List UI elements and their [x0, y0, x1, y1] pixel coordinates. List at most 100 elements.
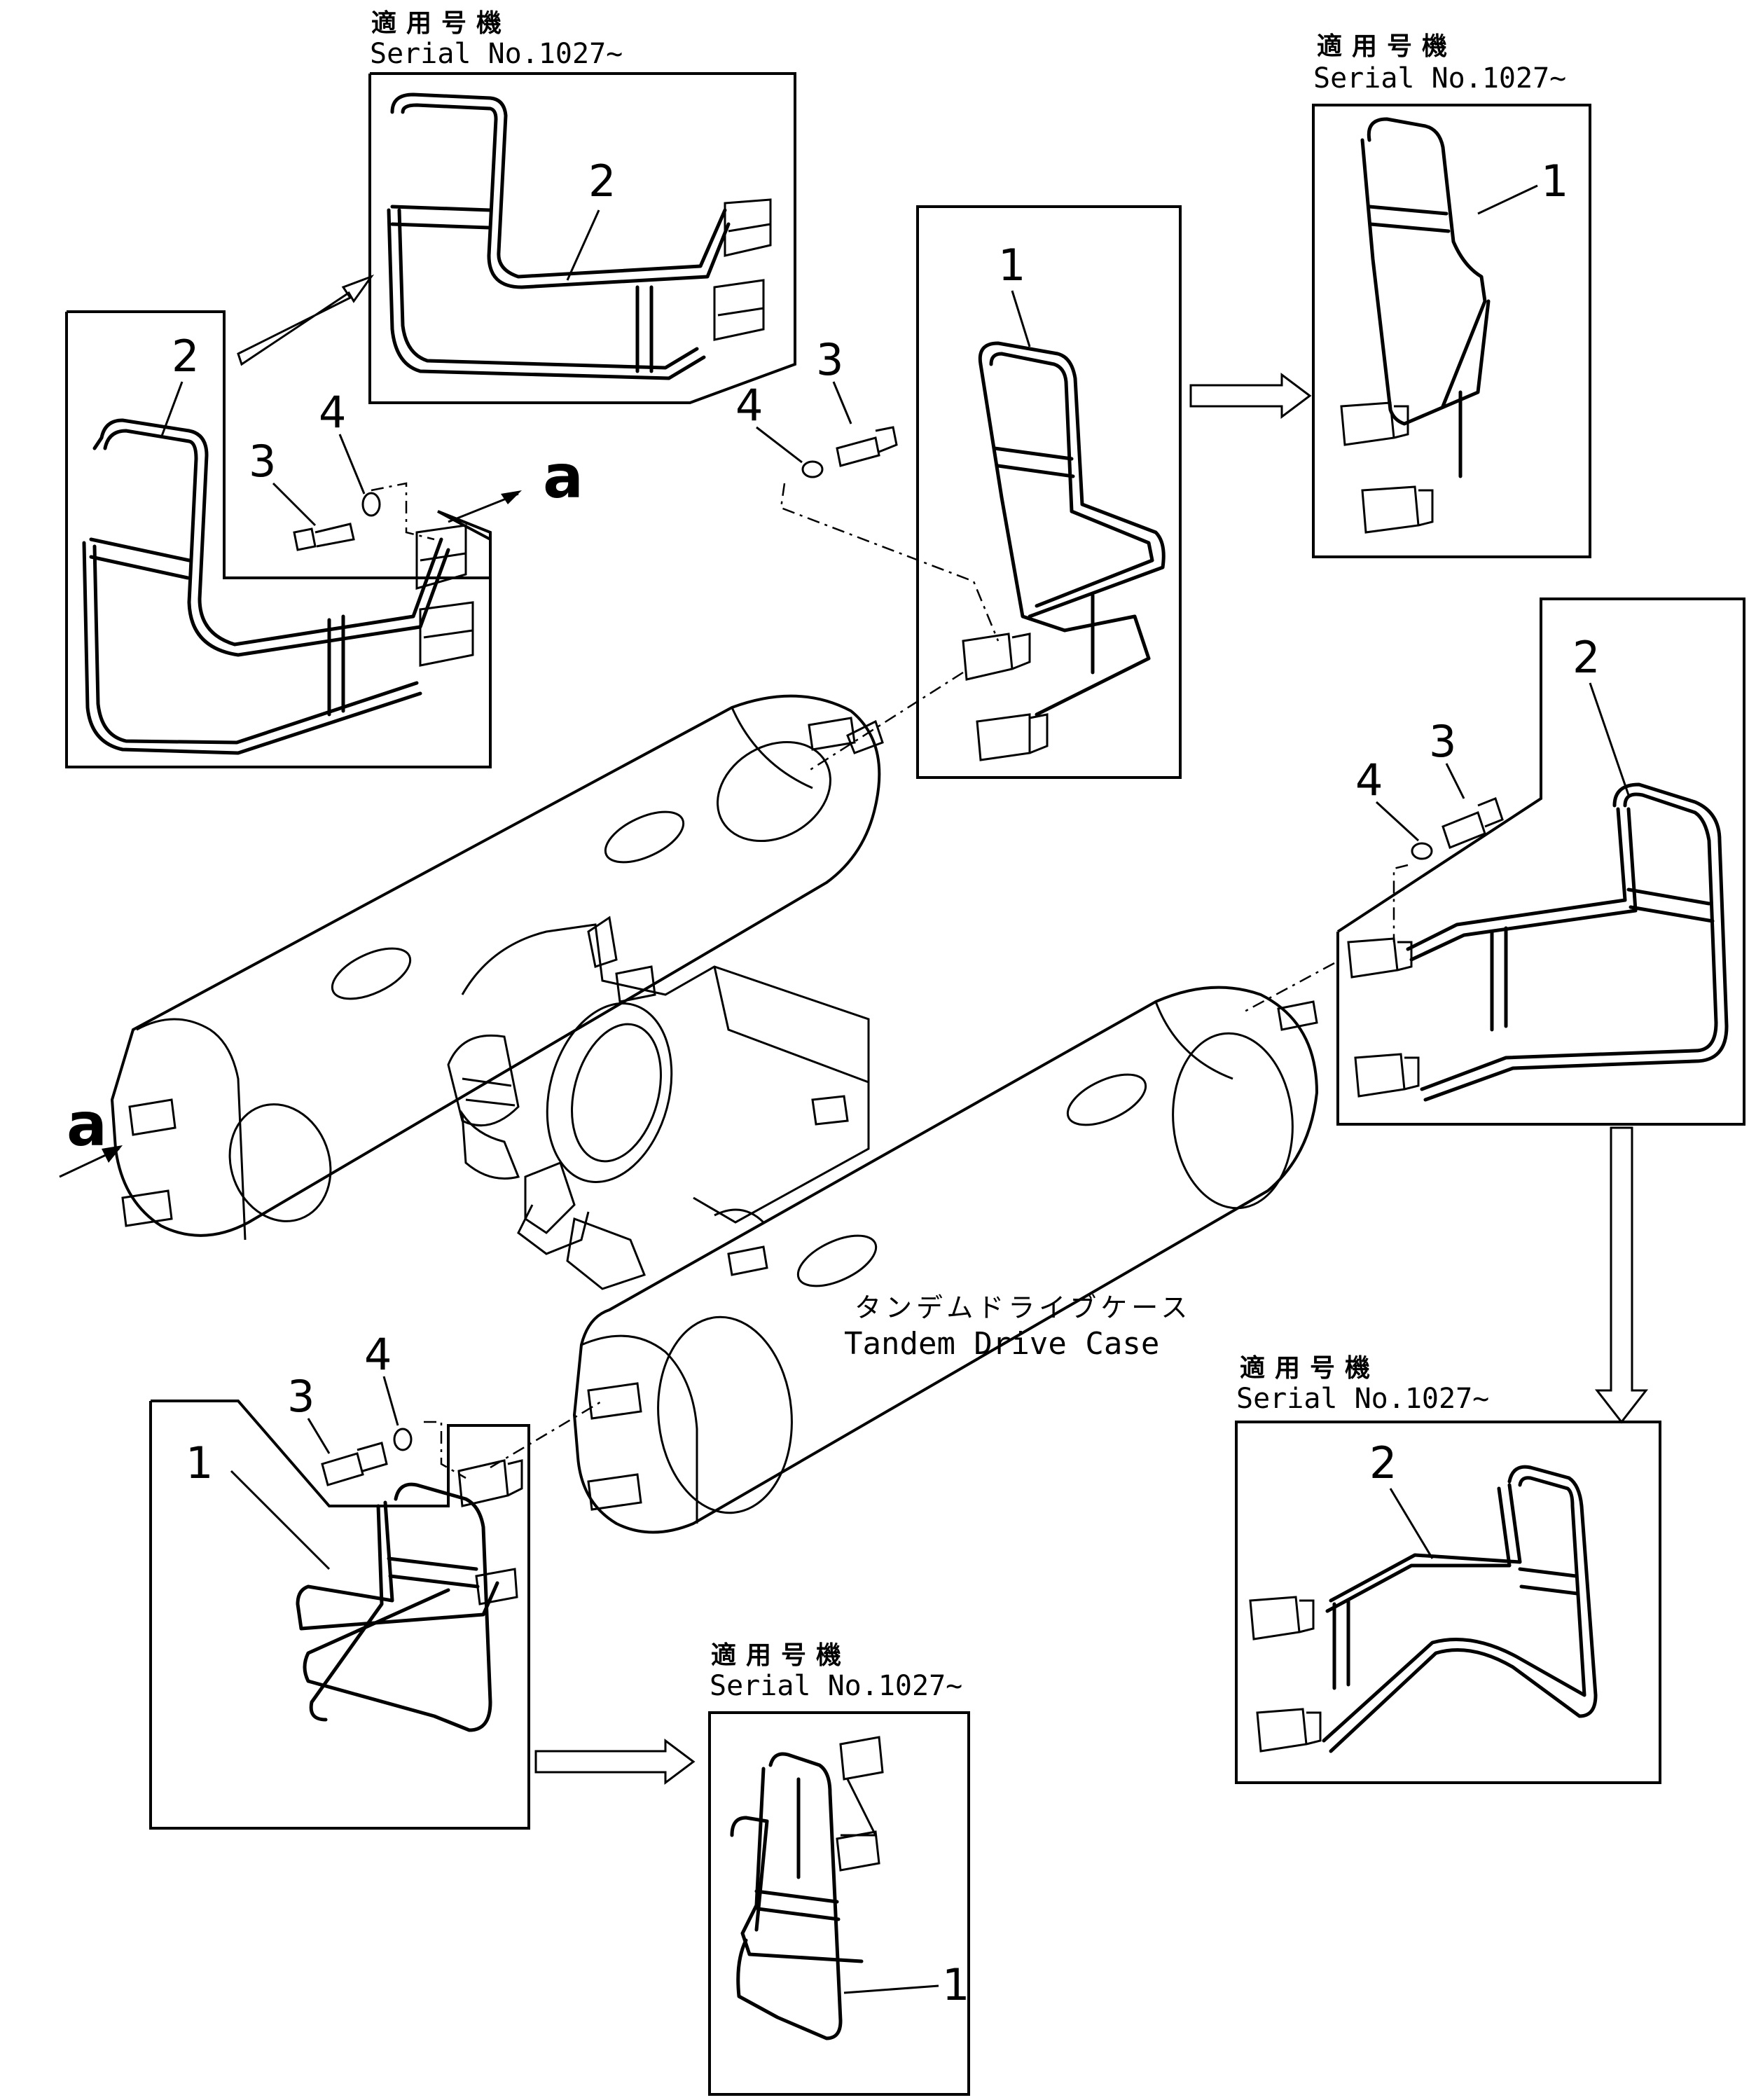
guard-rail [740, 1767, 864, 1963]
mount-bracket [1340, 401, 1409, 446]
pipe-fitting [714, 1208, 765, 1224]
mount-bracket [962, 633, 1031, 681]
guard-rail [387, 208, 706, 380]
mount-pad [587, 1473, 642, 1511]
mount-bracket [1256, 1708, 1322, 1753]
case-body [110, 694, 881, 1237]
guard-rail [92, 544, 419, 745]
left-guard-assembly: 2 3 4 a [65, 310, 583, 768]
mount-pad [1277, 1000, 1318, 1031]
note-box-bottom-right: 適用号機 Serial No.1027~ 2 [1235, 1354, 1661, 1784]
guard-rail [736, 1752, 843, 2040]
case-edge [136, 1018, 247, 1241]
inspection-cover [331, 947, 412, 1000]
bolt [321, 1442, 388, 1486]
guard-crossbar [1518, 1567, 1578, 1578]
motor-ribs [462, 1077, 516, 1107]
guard-rail [1409, 807, 1638, 962]
part-number-4: 4 [364, 1329, 392, 1380]
guard-crossbar [1626, 887, 1711, 906]
mount-pad [846, 719, 884, 754]
centerline [780, 483, 1000, 642]
guard-rail [82, 541, 422, 755]
inset-frame [368, 72, 796, 404]
applicable-label: 適用号機 [371, 9, 511, 38]
motor-cap [461, 1110, 520, 1180]
part-number-2: 2 [588, 156, 616, 207]
part-number-1: 1 [186, 1437, 213, 1488]
view-arrow-head [501, 490, 522, 504]
guard-crossbar [390, 222, 491, 230]
part-number-2: 2 [172, 331, 199, 382]
view-marker-a: a [67, 1090, 107, 1160]
bolt [293, 523, 355, 551]
guard-rail [1406, 807, 1627, 951]
serial-label: Serial No.1027~ [1236, 1383, 1489, 1415]
assembly-frame [916, 205, 1182, 779]
centerline [1392, 864, 1409, 942]
leader-line [160, 381, 184, 438]
view-marker-a: a [543, 442, 583, 512]
mount-bracket [419, 601, 474, 667]
serial-label: Serial No.1027~ [370, 38, 623, 70]
centerline [371, 482, 435, 541]
centerline [424, 1421, 466, 1479]
gear-boss [811, 1095, 849, 1126]
leader-line [1477, 184, 1538, 215]
guard-rail [979, 362, 1151, 717]
guard-rail [1325, 1486, 1512, 1613]
mount-bracket [1361, 485, 1434, 534]
mount-bracket [976, 713, 1049, 761]
guard-rail [397, 208, 699, 370]
leader-line [338, 434, 366, 495]
leader-line [756, 426, 803, 464]
mount-bracket [1347, 937, 1413, 979]
centerline [1243, 962, 1335, 1014]
guard-crossbar [89, 537, 191, 562]
leader-line [1445, 763, 1465, 799]
mount-bracket [836, 1830, 880, 1872]
tandem-drive-case-label-jp: タンデムドライブケース [855, 1292, 1191, 1323]
guard-rail [989, 352, 1154, 608]
serial-label: Serial No.1027~ [1313, 62, 1566, 95]
guard-crossbar [89, 555, 190, 580]
part-number-2: 2 [1572, 632, 1600, 683]
case-edge [1154, 1001, 1233, 1080]
guard-rail [103, 429, 450, 657]
inspection-cover [1066, 1073, 1147, 1126]
mount-pad [587, 1382, 642, 1420]
transition-arrow [534, 1739, 696, 1785]
mount-bracket [839, 1736, 884, 1837]
transition-arrow [1189, 373, 1312, 419]
guard-rail [309, 1504, 384, 1722]
leader-line [307, 1418, 331, 1454]
washer [1411, 842, 1433, 860]
guard-crossbar [1367, 205, 1449, 216]
leader-line [382, 1376, 399, 1426]
valve-block [517, 1204, 590, 1255]
washer [361, 492, 381, 517]
case-hole [1172, 1032, 1294, 1210]
valve-block [524, 1161, 576, 1234]
inset-frame [708, 1711, 970, 2096]
mount-pad [128, 1098, 177, 1136]
guard-rail [1420, 792, 1718, 1091]
guard-rail [1329, 1483, 1522, 1603]
guard-rail [730, 1816, 769, 1932]
tandem-drive-case-left: a [59, 694, 881, 1241]
bottom-left-guard-assembly: 1 3 4 [149, 1329, 603, 1830]
pipe-fitting [566, 1217, 646, 1290]
guard-crossbar [754, 1889, 839, 1904]
guard-rail [978, 341, 1166, 619]
guard-rail [1322, 1476, 1586, 1743]
guard-rail [92, 418, 443, 647]
hose-fitting [615, 965, 656, 1003]
part-number-3: 3 [249, 436, 276, 487]
guard-crossbar [1629, 905, 1715, 923]
mount-pad [808, 717, 856, 751]
tandem-drive-case-right: タンデムドライブケース Tandem Drive Case [572, 719, 1319, 1534]
part-number-3: 3 [816, 334, 843, 385]
assembly-frame [1336, 597, 1745, 1126]
guard-crossbar [1369, 222, 1451, 233]
